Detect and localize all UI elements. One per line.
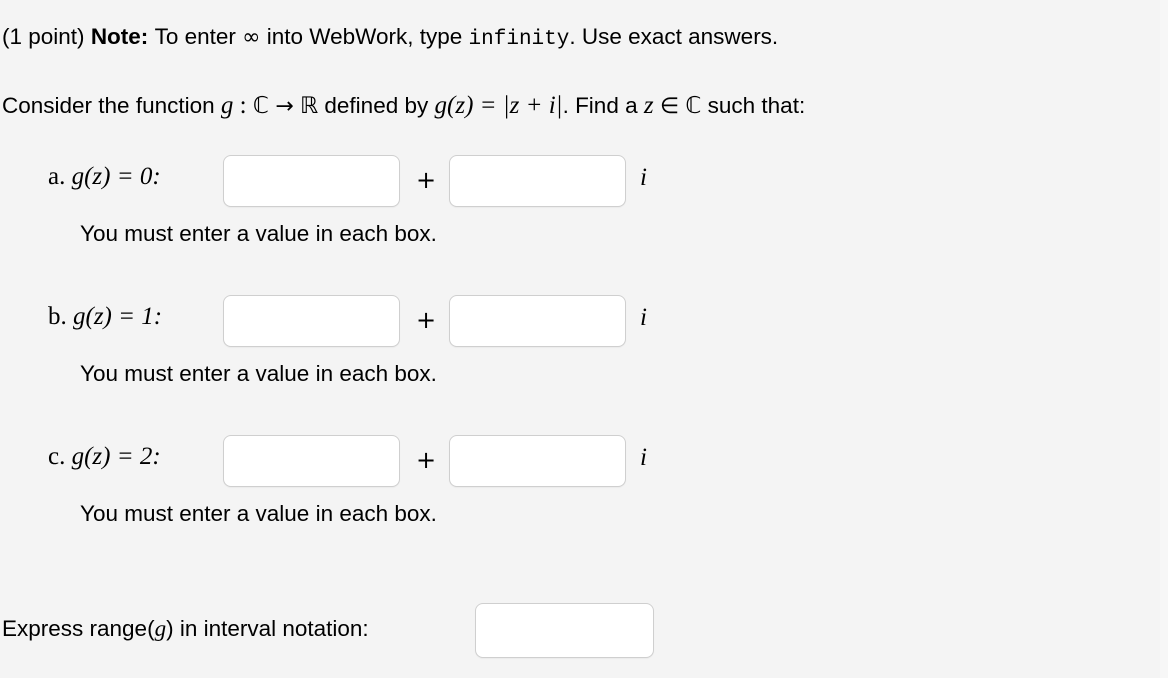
part-a-row: a. g(z) = 0: + i <box>0 155 1100 209</box>
part-c-row: c. g(z) = 2: + i <box>0 435 1100 489</box>
point-value: (1 point) <box>2 24 85 49</box>
part-a-plus-sign: + <box>416 166 437 194</box>
code-literal-infinity: infinity <box>468 28 570 51</box>
part-a-equation: g(z) = 0: <box>71 163 161 190</box>
range-label-after: ) in interval notation: <box>166 616 369 641</box>
note-text-after: into WebWork, type <box>266 24 463 49</box>
part-c-error-message: You must enter a value in each box. <box>80 501 437 526</box>
part-c-imaginary-unit: i <box>640 444 647 471</box>
part-a-real-input[interactable] <box>223 155 400 207</box>
arrow-icon: → <box>275 94 294 119</box>
problem-part-a: a. g(z) = 0: + i You must enter a value … <box>0 155 1100 246</box>
part-c-imaginary-input[interactable] <box>449 435 626 487</box>
part-b-imaginary-unit: i <box>640 304 647 331</box>
part-b-real-input[interactable] <box>223 295 400 347</box>
range-label-before: Express range( <box>2 616 155 641</box>
part-b-row: b. g(z) = 1: + i <box>0 295 1100 349</box>
consider-text-4: such that: <box>707 93 806 118</box>
problem-part-c: c. g(z) = 2: + i You must enter a value … <box>0 435 1100 526</box>
function-name: g <box>220 92 234 119</box>
part-b-label: b. g(z) = 1: <box>48 303 162 331</box>
range-interval-input[interactable] <box>475 603 654 658</box>
part-c-label: c. g(z) = 2: <box>48 443 161 471</box>
part-a-label: a. g(z) = 0: <box>48 163 161 191</box>
note-line: (1 point) Note: To enter ∞ into WebWork,… <box>2 24 778 53</box>
consider-text-2: defined by <box>324 93 429 118</box>
part-b-letter: b. <box>48 303 67 330</box>
infinity-symbol: ∞ <box>242 25 261 50</box>
part-b-imaginary-input[interactable] <box>449 295 626 347</box>
part-b-plus-sign: + <box>416 306 437 334</box>
part-a-imaginary-input[interactable] <box>449 155 626 207</box>
member-of-symbol: ∈ <box>659 94 680 119</box>
function-definition: g(z) = |z + i| <box>434 92 563 119</box>
part-b-error-message: You must enter a value in each box. <box>80 361 437 386</box>
note-text-before: To enter <box>154 24 236 49</box>
part-c-letter: c. <box>48 443 66 470</box>
part-a-letter: a. <box>48 163 66 190</box>
part-b-equation: g(z) = 1: <box>73 303 163 330</box>
part-c-real-input[interactable] <box>223 435 400 487</box>
consider-text-1: Consider the function <box>2 93 215 118</box>
part-a-error-message: You must enter a value in each box. <box>80 221 437 246</box>
range-question-label: Express range(g) in interval notation: <box>2 616 369 642</box>
part-c-plus-sign: + <box>416 446 437 474</box>
member-set-symbol: ℂ <box>685 93 702 119</box>
note-text-end: . Use exact answers. <box>569 24 779 49</box>
problem-part-b: b. g(z) = 1: + i You must enter a value … <box>0 295 1100 386</box>
consider-text-3: . Find a <box>562 93 638 118</box>
part-a-imaginary-unit: i <box>640 164 647 191</box>
note-label: Note: <box>90 24 149 49</box>
part-c-equation: g(z) = 2: <box>71 443 161 470</box>
consider-line: Consider the function g : ℂ → ℝ defined … <box>2 91 805 121</box>
domain-set-symbol: ℂ <box>252 93 269 119</box>
scrollbar-gutter[interactable] <box>1160 0 1168 678</box>
variable-z: z <box>643 92 654 119</box>
range-function-name: g <box>154 616 167 641</box>
codomain-set-symbol: ℝ <box>299 93 319 119</box>
colon-symbol: : <box>239 92 247 119</box>
